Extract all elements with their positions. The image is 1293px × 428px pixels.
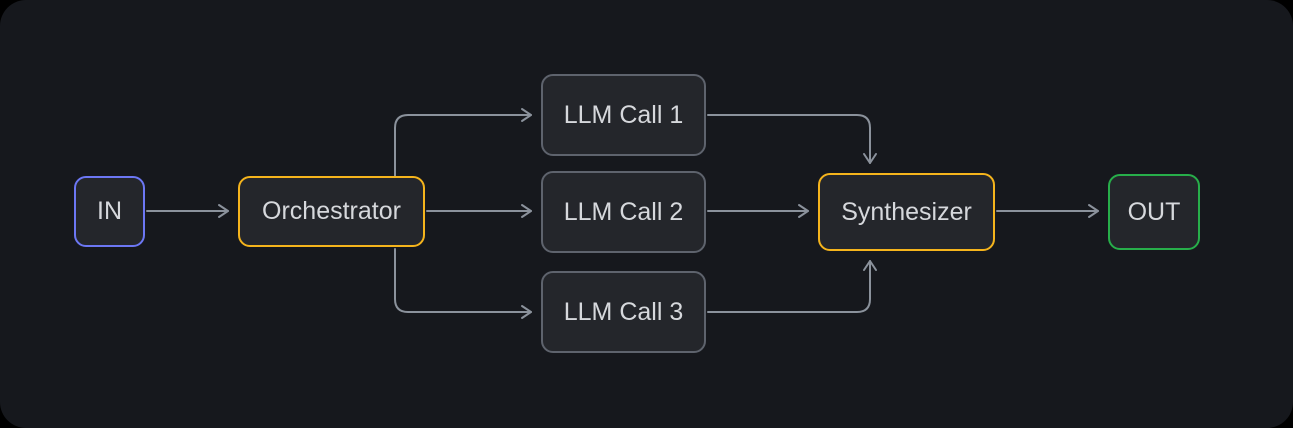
node-synthesizer[interactable]: Synthesizer — [818, 173, 995, 251]
node-orchestrator-label: Orchestrator — [262, 197, 401, 225]
node-llm-call-1[interactable]: LLM Call 1 — [541, 74, 706, 156]
node-out-label: OUT — [1127, 197, 1181, 226]
node-llm-call-2-label: LLM Call 2 — [563, 197, 684, 226]
edge-orchestrator-to-llm3 — [394, 248, 532, 319]
node-llm-call-3-label: LLM Call 3 — [563, 297, 684, 326]
edge-synthesizer-to-out — [996, 204, 1099, 218]
node-llm-call-3[interactable]: LLM Call 3 — [541, 271, 706, 353]
edge-llm2-to-synthesizer — [707, 204, 809, 218]
edge-llm3-to-synthesizer — [707, 260, 877, 313]
edge-orchestrator-to-llm2 — [426, 204, 532, 218]
edge-in-to-orchestrator — [146, 204, 229, 218]
node-in-label: IN — [97, 197, 122, 225]
edge-orchestrator-to-llm1 — [394, 108, 532, 177]
node-orchestrator[interactable]: Orchestrator — [238, 176, 425, 247]
node-synthesizer-label: Synthesizer — [841, 197, 972, 226]
node-llm-call-1-label: LLM Call 1 — [563, 100, 684, 129]
edge-llm1-to-synthesizer — [707, 114, 877, 164]
node-out[interactable]: OUT — [1108, 174, 1200, 250]
node-in[interactable]: IN — [74, 176, 145, 247]
node-llm-call-2[interactable]: LLM Call 2 — [541, 171, 706, 253]
